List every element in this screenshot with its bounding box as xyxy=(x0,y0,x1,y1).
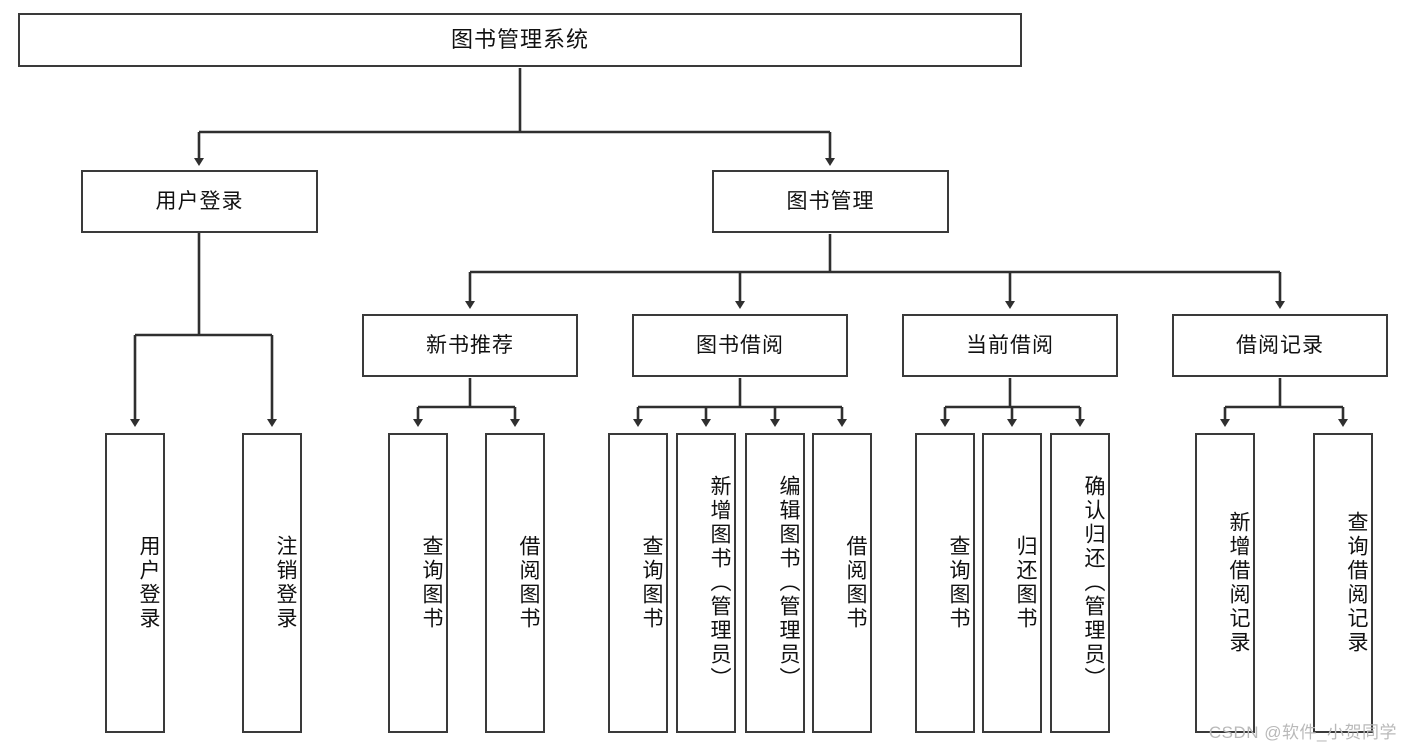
node-new-book-recommend-label: 新书推荐 xyxy=(426,333,514,357)
leaf-user-login-2[interactable]: 注销登录 xyxy=(242,433,302,733)
node-root[interactable]: 图书管理系统 xyxy=(18,13,1022,67)
node-user-login-label: 用户登录 xyxy=(155,189,244,213)
leaf-current-borrow-2[interactable]: 归还图书 xyxy=(982,433,1042,733)
node-new-book-recommend[interactable]: 新书推荐 xyxy=(362,314,578,377)
node-current-borrow[interactable]: 当前借阅 xyxy=(902,314,1118,377)
leaf-book-borrow-3-label: 编辑图书（管理员） xyxy=(777,475,800,691)
leaf-book-borrow-1[interactable]: 查询图书 xyxy=(608,433,668,733)
leaf-new-book-2[interactable]: 借阅图书 xyxy=(485,433,545,733)
watermark: CSDN @软件_小贺同学 xyxy=(1208,723,1397,742)
leaf-user-login-1[interactable]: 用户登录 xyxy=(105,433,165,733)
node-book-management[interactable]: 图书管理 xyxy=(712,170,949,233)
node-user-login[interactable]: 用户登录 xyxy=(81,170,318,233)
leaf-book-borrow-1-label: 查询图书 xyxy=(640,535,663,631)
node-book-management-label: 图书管理 xyxy=(786,189,875,213)
node-borrow-record[interactable]: 借阅记录 xyxy=(1172,314,1388,377)
leaf-borrow-record-1[interactable]: 新增借阅记录 xyxy=(1195,433,1255,733)
leaf-book-borrow-2-label: 新增图书（管理员） xyxy=(708,475,731,691)
leaf-current-borrow-2-label: 归还图书 xyxy=(1014,535,1037,631)
leaf-borrow-record-2[interactable]: 查询借阅记录 xyxy=(1313,433,1373,733)
node-current-borrow-label: 当前借阅 xyxy=(966,333,1054,357)
node-root-label: 图书管理系统 xyxy=(450,26,589,52)
leaf-new-book-2-label: 借阅图书 xyxy=(517,535,540,631)
leaf-borrow-record-1-label: 新增借阅记录 xyxy=(1227,511,1250,655)
node-book-borrow[interactable]: 图书借阅 xyxy=(632,314,848,377)
leaf-book-borrow-2[interactable]: 新增图书（管理员） xyxy=(676,433,736,733)
leaf-current-borrow-1-label: 查询图书 xyxy=(947,535,970,631)
leaf-book-borrow-3[interactable]: 编辑图书（管理员） xyxy=(745,433,805,733)
leaf-book-borrow-4[interactable]: 借阅图书 xyxy=(812,433,872,733)
leaf-current-borrow-3-label: 确认归还（管理员） xyxy=(1082,475,1105,691)
node-book-borrow-label: 图书借阅 xyxy=(696,333,784,357)
leaf-new-book-1-label: 查询图书 xyxy=(420,535,443,631)
node-borrow-record-label: 借阅记录 xyxy=(1236,333,1324,357)
leaf-new-book-1[interactable]: 查询图书 xyxy=(388,433,448,733)
leaf-current-borrow-3[interactable]: 确认归还（管理员） xyxy=(1050,433,1110,733)
leaf-user-login-1-label: 用户登录 xyxy=(137,535,160,631)
leaf-current-borrow-1[interactable]: 查询图书 xyxy=(915,433,975,733)
leaf-book-borrow-4-label: 借阅图书 xyxy=(844,535,867,631)
leaf-borrow-record-2-label: 查询借阅记录 xyxy=(1345,511,1368,655)
leaf-user-login-2-label: 注销登录 xyxy=(274,535,297,631)
